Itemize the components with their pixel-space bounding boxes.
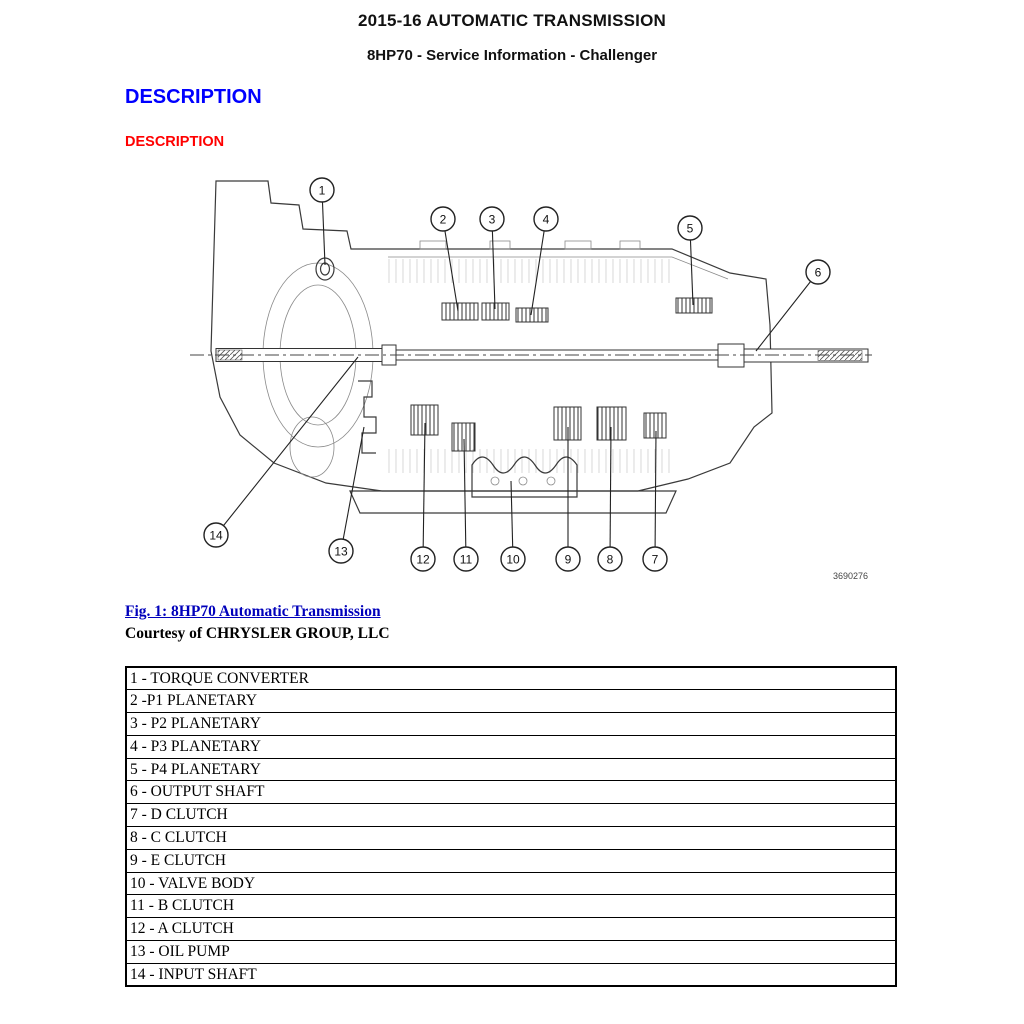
part-label: 10 - VALVE BODY bbox=[125, 871, 897, 896]
part-label: 5 - P4 PLANETARY bbox=[125, 757, 897, 782]
callout-13 bbox=[328, 538, 354, 564]
leader-line-3 bbox=[491, 218, 496, 310]
oil-pump bbox=[358, 380, 377, 454]
callout-14 bbox=[203, 522, 229, 548]
callout-4 bbox=[533, 206, 559, 232]
callout-8 bbox=[597, 546, 623, 572]
p1-planetary bbox=[441, 302, 479, 321]
part-label: 13 - OIL PUMP bbox=[125, 940, 897, 964]
callout-10 bbox=[500, 546, 526, 572]
oil-pan bbox=[349, 490, 677, 514]
callout-number-6: 6 bbox=[815, 266, 822, 280]
callout-number-7: 7 bbox=[652, 553, 659, 567]
callout-number-14: 14 bbox=[209, 529, 223, 543]
callout-3 bbox=[479, 206, 505, 232]
callout-number-1: 1 bbox=[319, 184, 326, 198]
callout-1 bbox=[309, 177, 335, 203]
callout-number-13: 13 bbox=[334, 545, 348, 559]
callout-11 bbox=[453, 546, 479, 572]
leader-line-10 bbox=[510, 480, 514, 560]
leader-line-8 bbox=[609, 426, 612, 560]
drawing-number: 3690276 bbox=[833, 571, 869, 581]
callout-6 bbox=[805, 259, 831, 285]
c-clutch bbox=[596, 406, 627, 441]
leader-line-2 bbox=[442, 218, 459, 312]
b-clutch bbox=[451, 422, 476, 452]
leader-line-11 bbox=[463, 438, 467, 560]
callout-number-11: 11 bbox=[460, 553, 473, 567]
p2-planetary bbox=[481, 302, 510, 321]
part-label: 7 - D CLUTCH bbox=[125, 803, 897, 828]
leader-line-14 bbox=[215, 356, 359, 536]
part-label: 6 - OUTPUT SHAFT bbox=[125, 780, 897, 805]
part-label: 1 - TORQUE CONVERTER bbox=[125, 666, 897, 691]
table-row: 3 - P2 PLANETARY bbox=[125, 712, 897, 736]
output-shaft bbox=[717, 343, 869, 368]
callout-12 bbox=[410, 546, 436, 572]
callout-2 bbox=[430, 206, 456, 232]
table-row: 10 - VALVE BODY bbox=[125, 871, 897, 896]
torque-converter bbox=[262, 257, 374, 478]
callout-7 bbox=[642, 546, 668, 572]
callout-number-4: 4 bbox=[543, 213, 550, 227]
clutch-packs bbox=[410, 297, 713, 452]
subsection-heading-description: DESCRIPTION bbox=[125, 134, 225, 150]
table-row: 5 - P4 PLANETARY bbox=[125, 757, 897, 782]
figure-caption-link[interactable]: Fig. 1: 8HP70 Automatic Transmission bbox=[125, 603, 381, 620]
part-label: 11 - B CLUTCH bbox=[125, 894, 897, 919]
part-label: 3 - P2 PLANETARY bbox=[125, 712, 897, 736]
part-label: 14 - INPUT SHAFT bbox=[125, 962, 897, 987]
part-label: 9 - E CLUTCH bbox=[125, 848, 897, 873]
callout-number-2: 2 bbox=[440, 213, 447, 227]
section-heading-description: DESCRIPTION bbox=[125, 86, 262, 108]
table-row: 4 - P3 PLANETARY bbox=[125, 734, 897, 759]
table-row: 11 - B CLUTCH bbox=[125, 894, 897, 919]
part-label: 2 -P1 PLANETARY bbox=[125, 689, 897, 714]
page-title: 2015-16 AUTOMATIC TRANSMISSION bbox=[358, 11, 666, 30]
callout-number-10: 10 bbox=[506, 553, 520, 567]
table-row: 12 - A CLUTCH bbox=[125, 917, 897, 942]
callout-number-5: 5 bbox=[687, 222, 694, 236]
callout-number-3: 3 bbox=[489, 213, 496, 227]
callout-5 bbox=[677, 215, 703, 241]
valve-body bbox=[471, 456, 578, 498]
table-row: 6 - OUTPUT SHAFT bbox=[125, 780, 897, 805]
table-row: 13 - OIL PUMP bbox=[125, 940, 897, 964]
callout-9 bbox=[555, 546, 581, 572]
table-row: 9 - E CLUTCH bbox=[125, 848, 897, 873]
table-row: 14 - INPUT SHAFT bbox=[125, 962, 897, 987]
callout-number-12: 12 bbox=[416, 553, 430, 567]
table-row: 8 - C CLUTCH bbox=[125, 826, 897, 850]
callout-number-8: 8 bbox=[607, 553, 614, 567]
figure-courtesy: Courtesy of CHRYSLER GROUP, LLC bbox=[125, 625, 390, 642]
p4-planetary bbox=[675, 297, 713, 314]
leader-line-6 bbox=[755, 271, 819, 352]
page-subtitle: 8HP70 - Service Information - Challenger bbox=[366, 47, 658, 64]
callout-number-9: 9 bbox=[565, 553, 572, 567]
leader-line-12 bbox=[422, 422, 426, 560]
leader-line-4 bbox=[530, 218, 547, 316]
part-label: 4 - P3 PLANETARY bbox=[125, 734, 897, 759]
part-label: 12 - A CLUTCH bbox=[125, 917, 897, 942]
table-row: 2 -P1 PLANETARY bbox=[125, 689, 897, 714]
table-row: 1 - TORQUE CONVERTER bbox=[125, 666, 897, 691]
leader-line-5 bbox=[689, 227, 694, 306]
leader-line-13 bbox=[340, 426, 365, 552]
table-row: 7 - D CLUTCH bbox=[125, 803, 897, 828]
part-label: 8 - C CLUTCH bbox=[125, 826, 897, 850]
d-clutch bbox=[643, 412, 667, 439]
leader-line-7 bbox=[654, 430, 657, 560]
